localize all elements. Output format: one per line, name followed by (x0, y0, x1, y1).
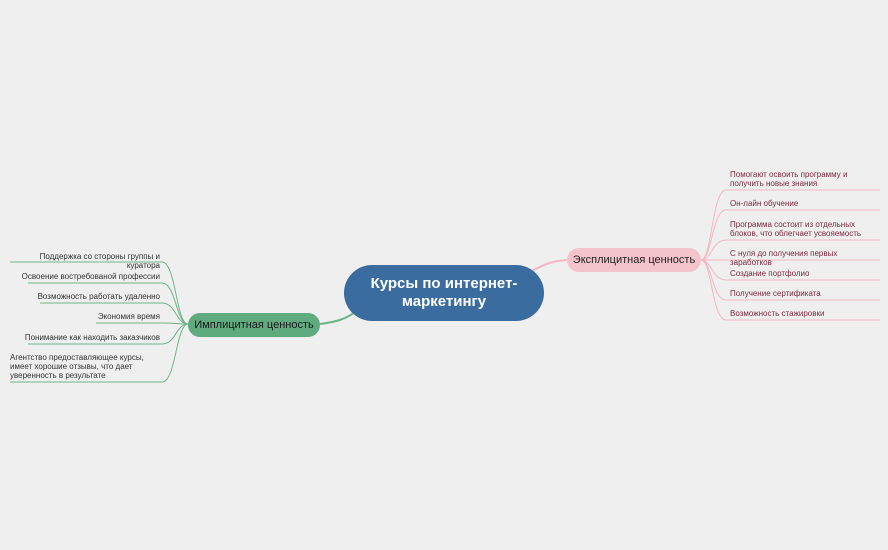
branch-implicit-value[interactable]: Имплицитная ценность (188, 313, 320, 337)
central-topic[interactable]: Курсы по интернет-маркетингу (344, 265, 544, 321)
implicit-leaf-5[interactable]: Понимание как находить заказчиков (24, 333, 160, 342)
explicit-leaf-3[interactable]: Программа состоит из отдельных блоков, ч… (730, 220, 862, 238)
explicit-leaf-6[interactable]: Получение сертификата (730, 289, 821, 298)
explicit-leaf-4[interactable]: С нуля до получения первых заработков (730, 249, 838, 267)
implicit-leaf-2[interactable]: Освоение востребованой профессии (21, 272, 160, 281)
explicit-leaf-5[interactable]: Создание портфолио (730, 269, 810, 278)
implicit-leaf-3[interactable]: Возможность работать удаленно (37, 292, 160, 301)
implicit-leaf-4[interactable]: Экономия время (97, 312, 160, 321)
branch-explicit-value[interactable]: Эксплицитная ценность (567, 248, 701, 272)
explicit-leaf-1[interactable]: Помогают освоить программу и получить но… (730, 170, 848, 188)
explicit-leaf-2[interactable]: Он-лайн обучение (730, 199, 799, 208)
implicit-leaf-1[interactable]: Поддержка со стороны группы и куратора (39, 252, 160, 270)
explicit-leaf-7[interactable]: Возможность стажировки (730, 309, 825, 318)
implicit-leaf-6[interactable]: Агентство предоставляющее курсы, имеет х… (10, 353, 144, 380)
